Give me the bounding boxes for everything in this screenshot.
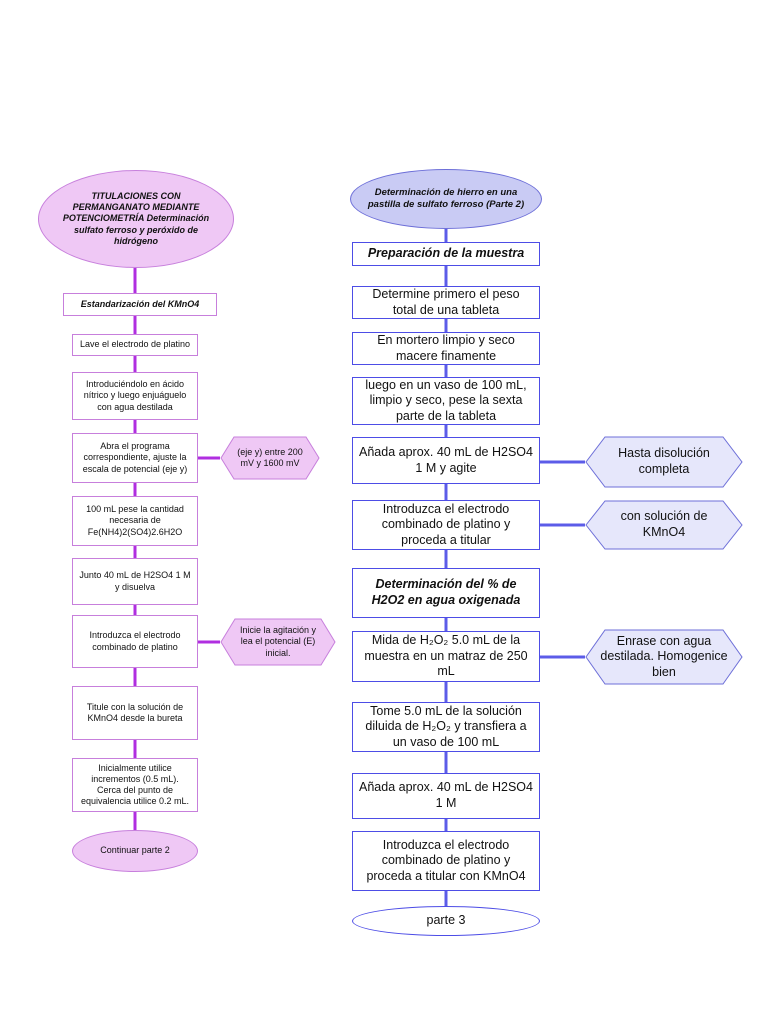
left-step-nitric-acid: Introduciéndolo en ácido nítrico y luego… [72, 372, 198, 420]
right-step-measure-h2o2: Mida de H₂O₂ 5.0 mL de la muestra en un … [352, 631, 540, 682]
right-note-dilute-homogenize: Enrase con agua destilada. Homogenice bi… [585, 629, 743, 685]
right-title-ellipse: Determinación de hierro en una pastilla … [350, 169, 542, 229]
left-note-start-stirring: Inicie la agitación y lea el potencial (… [220, 618, 336, 666]
left-title-ellipse: TITULACIONES CON PERMANGANATO MEDIANTE P… [38, 170, 234, 268]
right-step-macerate: En mortero limpio y seco macere finament… [352, 332, 540, 365]
left-note-axis-range: (eje y) entre 200 mV y 1600 mV [220, 436, 320, 480]
left-step-increments: Inicialmente utilice incrementos (0.5 mL… [72, 758, 198, 812]
right-step-titrate-kmno4: Introduzca el electrodo combinado de pla… [352, 831, 540, 891]
hexagon-shape [585, 436, 743, 488]
left-step-insert-electrode: Introduzca el electrodo combinado de pla… [72, 615, 198, 668]
right-note-dissolution-text: Hasta disolución completa [618, 446, 710, 476]
right-note-dilute-homogenize-text: Enrase con agua destilada. Homogenice bi… [600, 633, 728, 679]
left-step-wash-electrode: Lave el electrodo de platino [72, 334, 198, 356]
left-step-weigh-salt: 100 mL pese la cantidad necesaria de Fe(… [72, 496, 198, 546]
right-end-ellipse: parte 3 [352, 906, 540, 936]
left-step-add-acid: Junto 40 mL de H2SO4 1 M y disuelva [72, 558, 198, 605]
right-section-sample-prep: Preparación de la muestra [352, 242, 540, 266]
left-step-titrate: Titule con la solución de KMnO4 desde la… [72, 686, 198, 740]
hexagon-shape [585, 629, 743, 685]
right-note-kmno4-solution-text: con solución de KMnO4 [620, 509, 708, 539]
hexagon-shape [585, 500, 743, 550]
right-step-insert-electrode: Introduzca el electrodo combinado de pla… [352, 500, 540, 550]
right-step-weigh-sixth: luego en un vaso de 100 mL, limpio y sec… [352, 377, 540, 425]
left-note-axis-range-text: (eje y) entre 200 mV y 1600 mV [237, 446, 303, 468]
left-step-standardization: Estandarización del KMnO4 [63, 293, 217, 316]
right-note-kmno4-solution: con solución de KMnO4 [585, 500, 743, 550]
right-section-h2o2: Determinación del % de H2O2 en agua oxig… [352, 568, 540, 618]
right-note-dissolution: Hasta disolución completa [585, 436, 743, 488]
left-step-open-program: Abra el programa correspondiente, ajuste… [72, 433, 198, 483]
right-step-add-acid-2: Añada aprox. 40 mL de H2SO4 1 M [352, 773, 540, 819]
right-step-add-acid: Añada aprox. 40 mL de H2SO4 1 M y agite [352, 437, 540, 484]
hexagon-shape [220, 618, 336, 666]
left-note-start-stirring-text: Inicie la agitación y lea el potencial (… [239, 625, 317, 658]
left-end-ellipse: Continuar parte 2 [72, 830, 198, 872]
right-step-transfer-dilution: Tome 5.0 mL de la solución diluida de H₂… [352, 702, 540, 752]
hexagon-shape [220, 436, 320, 480]
right-step-weigh-tablet: Determine primero el peso total de una t… [352, 286, 540, 319]
